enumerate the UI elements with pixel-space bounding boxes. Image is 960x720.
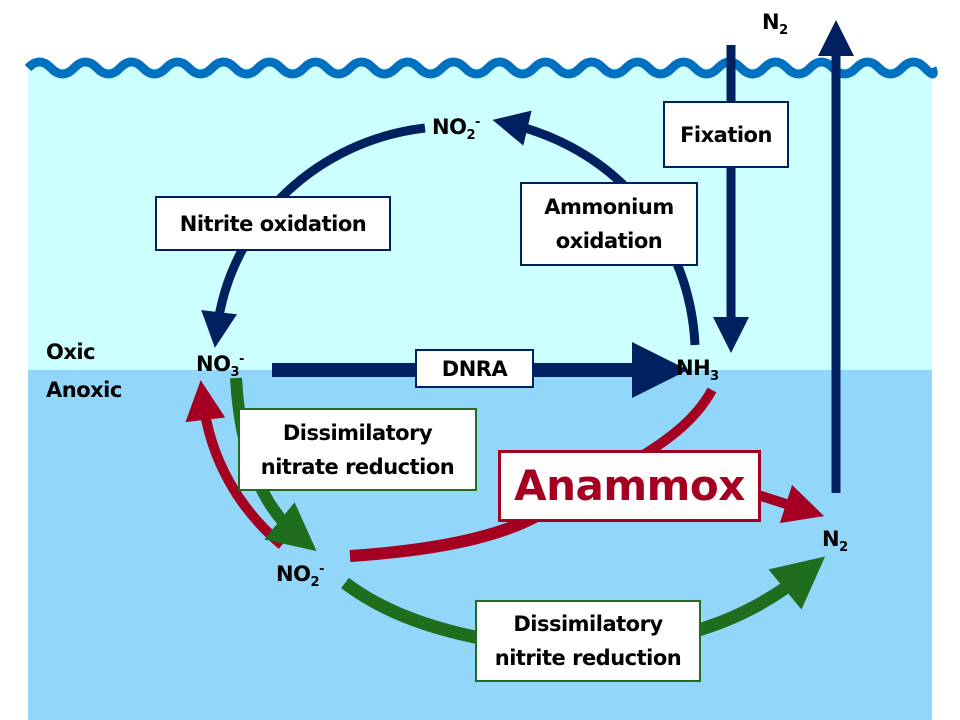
water-surface-wave — [24, 57, 938, 79]
ammonium-oxidation-label-line2: oxidation — [555, 229, 663, 253]
dissim-nitrite-label-line1: Dissimilatory — [513, 612, 663, 636]
anammox-label: Anammox — [514, 461, 745, 510]
nh3-label: NH3 — [676, 356, 719, 385]
dissimilatory-nitrate-reduction-box: Dissimilatory nitrate reduction — [238, 408, 477, 491]
ammonium-oxidation-box: Ammonium oxidation — [520, 182, 698, 266]
no2-top-label: NO2- — [432, 115, 480, 144]
anammox-output-arrow — [756, 484, 825, 523]
nitrite-oxidation-label: Nitrite oxidation — [179, 211, 367, 236]
anammox-box: Anammox — [498, 450, 761, 522]
fixation-box: Fixation — [663, 101, 789, 168]
anoxic-label: Anoxic — [46, 378, 122, 402]
n2-anoxic-label: N2 — [822, 527, 848, 556]
ammonium-oxidation-label-line1: Ammonium — [544, 195, 674, 219]
nitrite-oxidation-arrow — [201, 123, 426, 348]
no3-label: NO3- — [196, 352, 244, 381]
dissim-nitrite-label-line2: nitrite reduction — [494, 646, 682, 670]
no2-bottom-label: NO2- — [276, 562, 324, 591]
fixation-label: Fixation — [680, 122, 772, 147]
dnra-box: DNRA — [415, 349, 534, 388]
dnra-label: DNRA — [441, 356, 508, 381]
n2-atmosphere-label: N2 — [762, 10, 788, 39]
dissim-nitrate-label-line1: Dissimilatory — [282, 420, 433, 445]
nitrite-oxidation-box: Nitrite oxidation — [155, 196, 391, 251]
dissim-nitrate-label-line2: nitrate reduction — [260, 454, 455, 479]
oxic-label: Oxic — [46, 340, 96, 364]
dissimilatory-nitrite-reduction-box: Dissimilatory nitrite reduction — [475, 600, 701, 682]
